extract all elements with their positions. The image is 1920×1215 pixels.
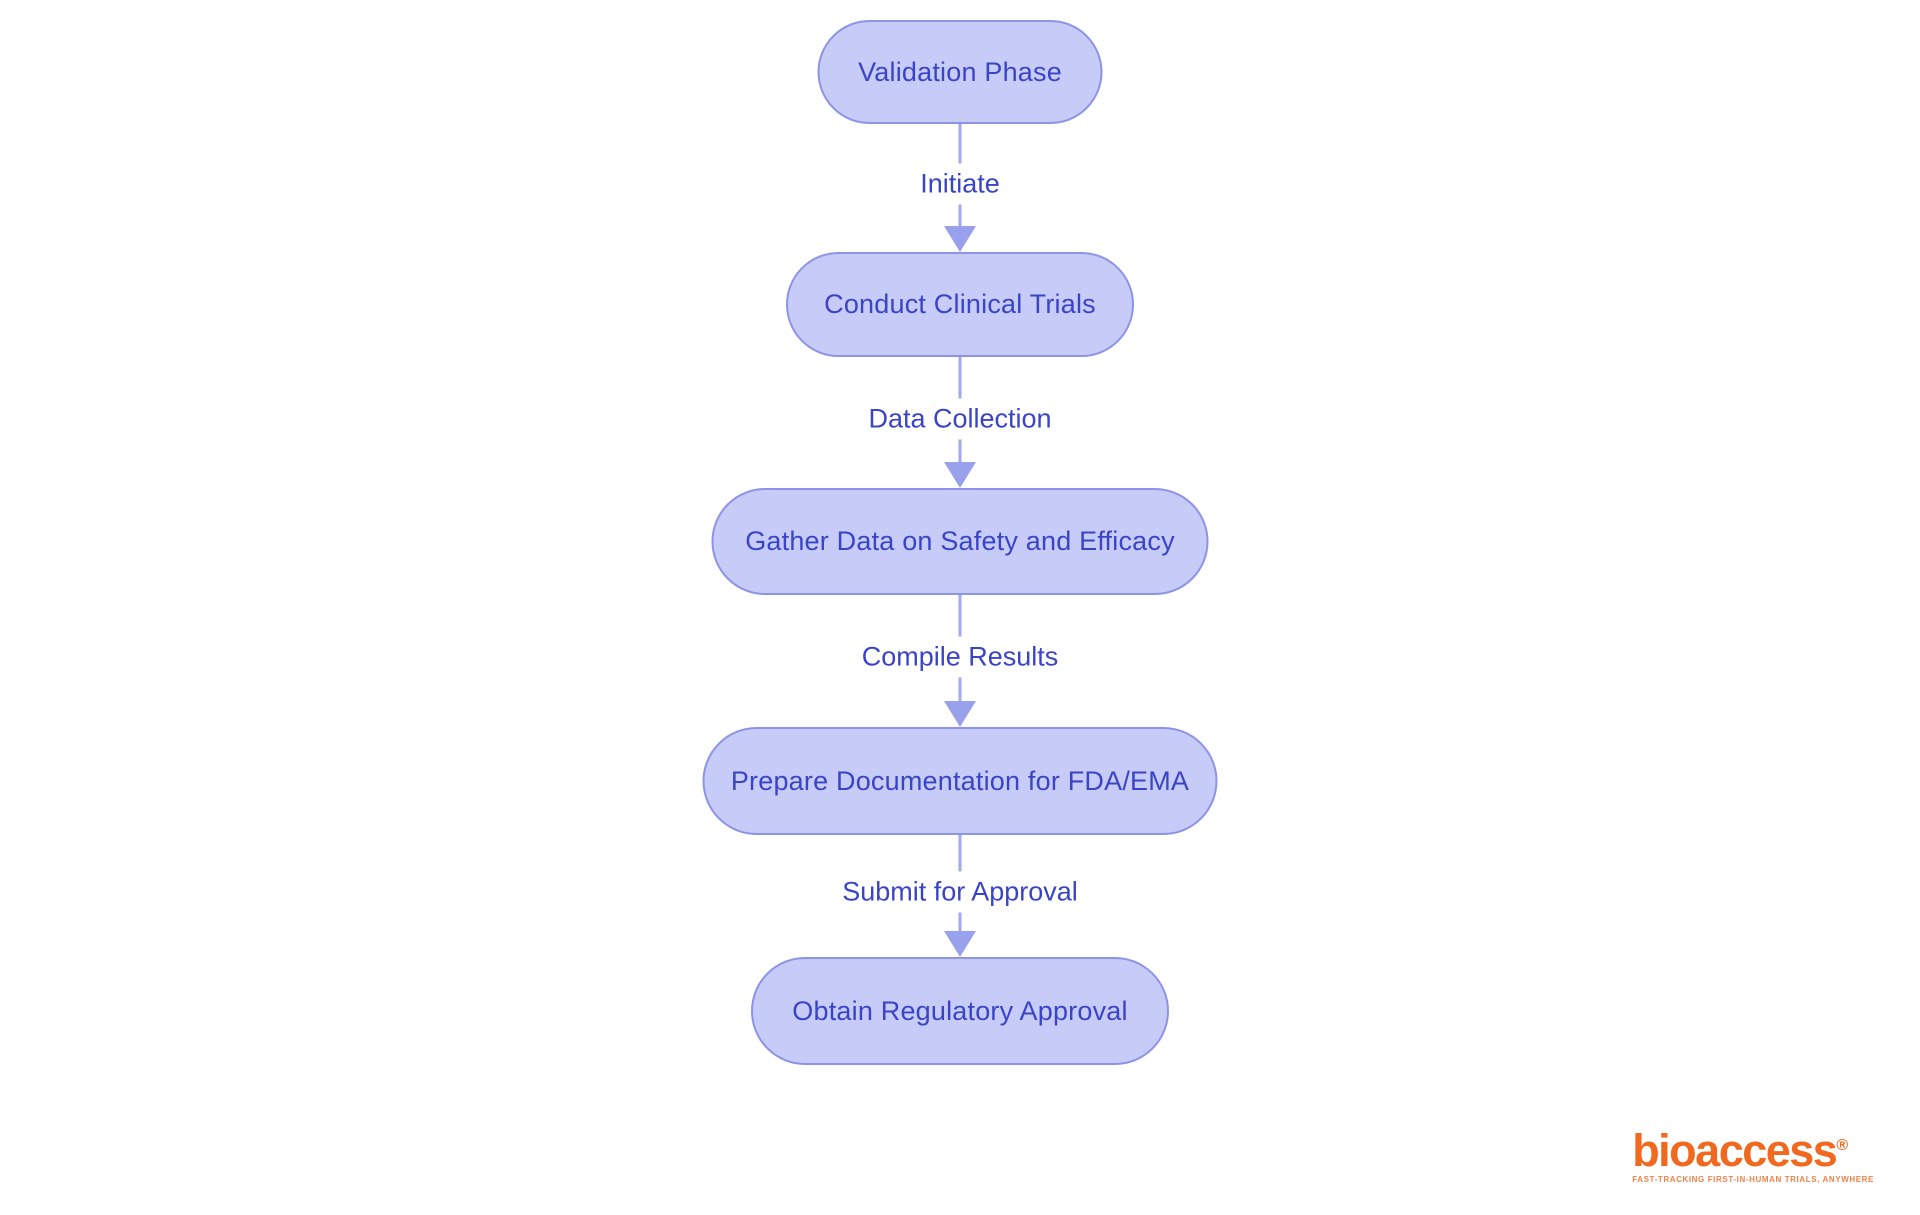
flowchart-node-conduct-clinical-trials: Conduct Clinical Trials [786,252,1134,357]
node-label: Obtain Regulatory Approval [792,995,1128,1026]
registered-trademark-icon: ® [1836,1137,1849,1154]
brand-name: bioaccess [1632,1125,1838,1176]
flowchart-node-validation-phase: Validation Phase [817,20,1103,124]
arrowhead-down-icon [944,931,976,957]
flowchart-node-obtain-regulatory-approval: Obtain Regulatory Approval [751,957,1169,1065]
edge-label: Compile Results [849,636,1071,678]
node-label: Prepare Documentation for FDA/EMA [730,765,1190,796]
node-label: Validation Phase [858,56,1062,87]
bioaccess-wordmark: bioaccess® [1632,1124,1874,1173]
node-label: Gather Data on Safety and Efficacy [745,526,1175,556]
arrowhead-down-icon [944,226,976,252]
flowchart-edge-submit-for-approval: Submit for Approval [760,835,1160,957]
edge-label: Initiate [908,163,1012,205]
flowchart-edge-initiate: Initiate [760,124,1160,252]
flowchart-edge-compile-results: Compile Results [760,595,1160,727]
edge-label: Submit for Approval [830,871,1090,913]
flowchart-node-gather-data-safety-efficacy: Gather Data on Safety and Efficacy [711,488,1209,595]
bioaccess-logo: bioaccess® FAST-TRACKING FIRST-IN-HUMAN … [1632,1124,1874,1184]
bioaccess-tagline: FAST-TRACKING FIRST-IN-HUMAN TRIALS, ANY… [1632,1175,1874,1184]
arrowhead-down-icon [944,462,976,488]
node-label: Conduct Clinical Trials [824,289,1096,319]
flowchart-node-prepare-documentation-fda-ema: Prepare Documentation for FDA/EMA [702,727,1218,835]
flowchart-edge-data-collection: Data Collection [760,357,1160,488]
edge-label: Data Collection [856,398,1064,440]
arrowhead-down-icon [944,701,976,727]
